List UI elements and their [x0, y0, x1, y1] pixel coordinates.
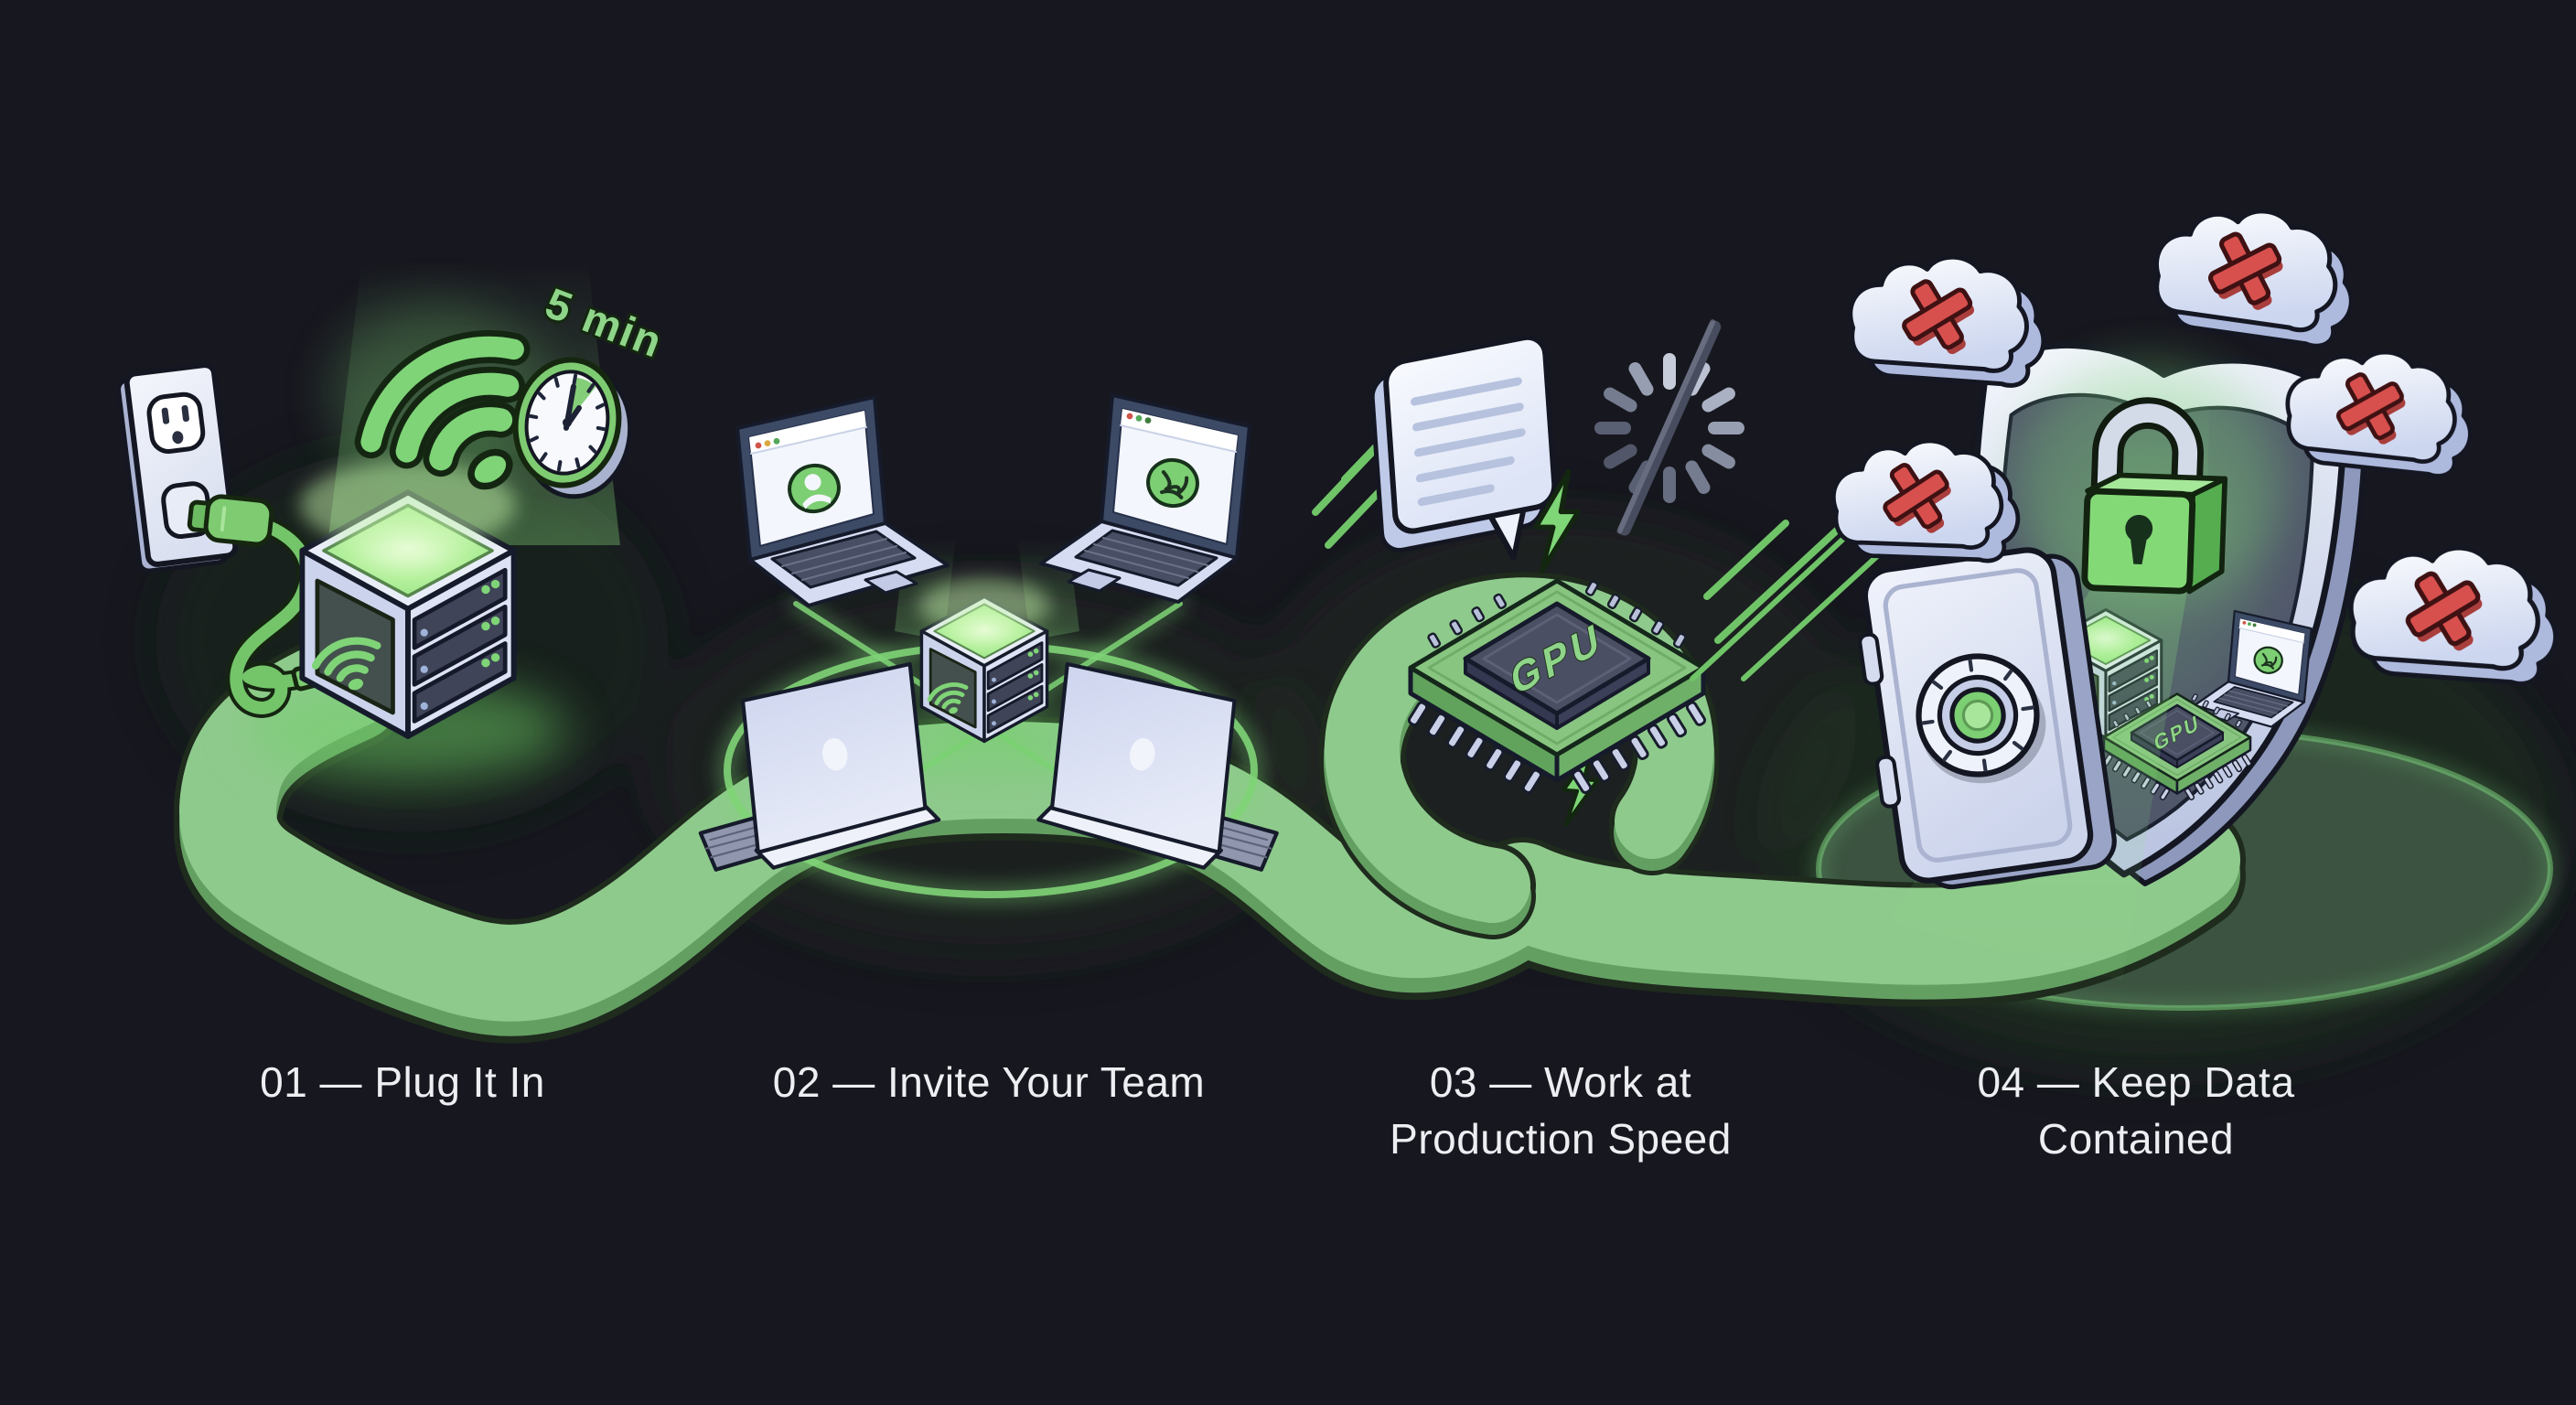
step-3-illustration [1312, 319, 1902, 939]
vault-hinge [1858, 632, 1884, 686]
no-wait-spinner-icon [1594, 319, 1744, 536]
vault-dial [1916, 653, 2040, 778]
step-2-label: 02 — Invite Your Team [773, 1054, 1206, 1110]
step-label-line: Production Speed [1390, 1115, 1732, 1163]
vault-hinge [1874, 755, 1902, 809]
step-2-illustration [701, 393, 1277, 870]
step-1-label: 01 — Plug It In [260, 1054, 545, 1110]
step-label-line: 04 — Keep Data [1977, 1058, 2295, 1106]
step-3-label: 03 — Work at Production Speed [1390, 1054, 1732, 1167]
step-label-line: 02 — Invite Your Team [772, 1058, 1206, 1106]
wifi-signal-icon [354, 330, 531, 490]
speed-lines-right [1690, 515, 1902, 681]
bubble-text-lines [1411, 377, 1526, 507]
step-4-label: 04 — Keep Data Contained [1977, 1054, 2294, 1167]
step-label-line: Contained [2037, 1115, 2235, 1163]
power-plug-icon [187, 494, 274, 547]
padlock-icon [2081, 397, 2228, 595]
vault-door-icon [1858, 547, 2117, 890]
chat-bubble-icon [1369, 334, 1558, 562]
step-4-illustration [1830, 194, 2564, 981]
green-path [173, 625, 2246, 1044]
step-label-line: 03 — Work at [1429, 1058, 1692, 1106]
clock-5-min-icon [512, 357, 633, 499]
step-label-line: 01 — Plug It In [260, 1058, 545, 1106]
slash-icon [1616, 319, 1722, 536]
keyhole [2130, 536, 2148, 565]
outlet-socket [146, 391, 206, 454]
